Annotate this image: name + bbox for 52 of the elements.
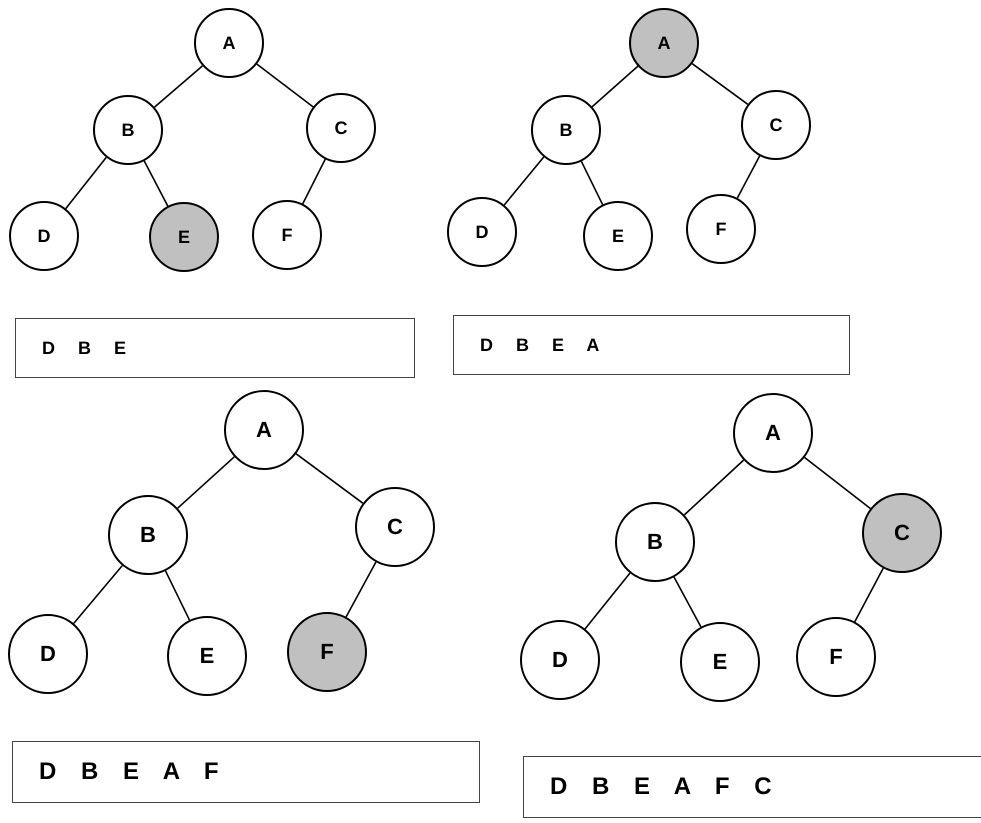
node-label: B: [560, 120, 572, 140]
node-label: E: [612, 226, 624, 246]
node-label: D: [38, 226, 50, 246]
tree-edge: [584, 572, 631, 630]
tree-edge: [65, 156, 107, 210]
node-label: D: [40, 641, 56, 667]
node-label: D: [552, 647, 568, 673]
traversal-output-box: [453, 315, 850, 375]
node-label: E: [712, 649, 728, 675]
node-label: B: [647, 529, 663, 555]
node-label: C: [334, 118, 348, 138]
node-label: A: [658, 32, 670, 54]
node-label: E: [178, 226, 190, 248]
tree-edge: [804, 456, 871, 510]
traversal-sequence: D B E A: [480, 334, 600, 356]
node-label: B: [140, 522, 156, 548]
tree-edge: [504, 156, 544, 206]
tree-edge: [345, 562, 377, 618]
tree-edge: [592, 66, 638, 108]
node-label: B: [122, 120, 134, 140]
node-label: F: [282, 224, 292, 246]
tree-edge: [144, 160, 168, 206]
traversal-sequence: D B E A F C: [550, 773, 772, 801]
traversal-output-box: [523, 756, 981, 818]
tree-edge: [684, 460, 744, 516]
tree-edge: [177, 456, 235, 509]
node-label: E: [200, 643, 214, 669]
tree-edge: [296, 453, 364, 504]
traversal-sequence: D B E: [42, 338, 126, 358]
node-label: C: [387, 514, 403, 540]
node-label: F: [320, 639, 334, 665]
tree-edge: [736, 156, 760, 198]
tree-edge: [692, 63, 748, 105]
tree-edge: [73, 565, 123, 624]
node-label: F: [829, 644, 843, 670]
traversal-output-box: [12, 741, 480, 803]
tree-edge: [580, 161, 604, 205]
tree-edge: [256, 64, 314, 108]
tree-edge: [164, 570, 190, 620]
node-label: D: [476, 222, 488, 242]
traversal-output-box: [15, 318, 415, 378]
node-label: F: [716, 218, 726, 240]
node-label: A: [765, 420, 781, 446]
node-label: A: [256, 417, 272, 443]
node-label: C: [894, 520, 910, 546]
node-label: A: [222, 32, 236, 54]
tree-edge: [673, 576, 702, 628]
tree-edge: [854, 568, 884, 622]
traversal-sequence: D B E A F: [39, 758, 219, 786]
node-label: C: [770, 114, 782, 136]
tree-edge: [154, 65, 203, 108]
tree-edge: [302, 158, 326, 204]
